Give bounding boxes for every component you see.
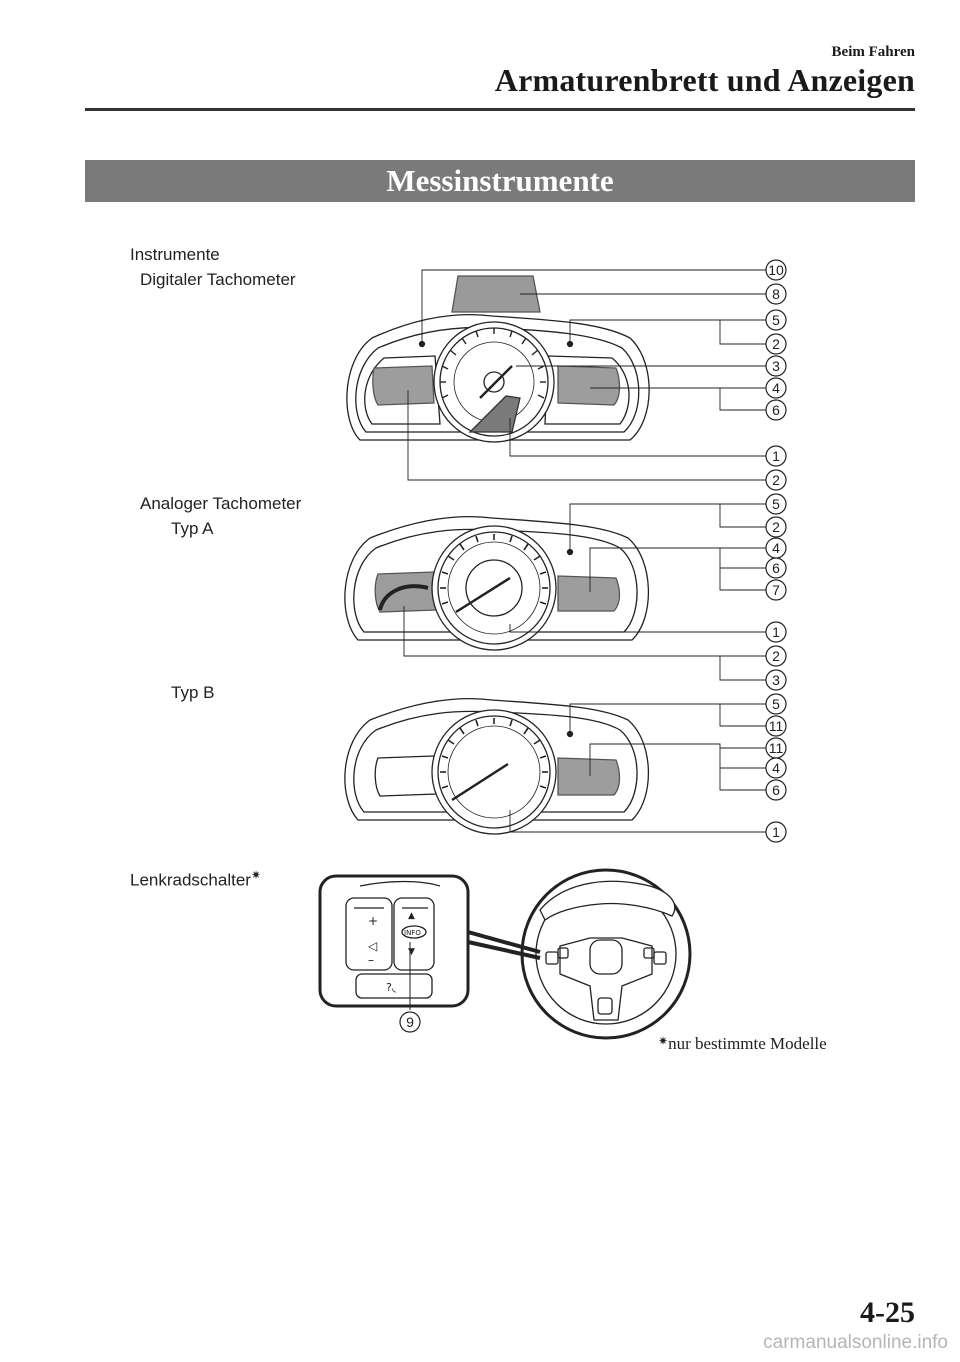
- callout-number: 5: [772, 312, 780, 328]
- callout-number: 1: [772, 448, 780, 464]
- callout-typ_a-4: 6: [765, 557, 787, 579]
- callout-number: 5: [772, 696, 780, 712]
- callout-number: 4: [772, 380, 780, 396]
- callout-digital-5: 3: [765, 355, 787, 377]
- callout-number: 4: [772, 540, 780, 556]
- info-icon: ▲ INFO ▼: [401, 911, 427, 957]
- callout-number: 1: [772, 824, 780, 840]
- active-driving-display: [451, 275, 541, 313]
- label-typ-b: Typ B: [171, 683, 215, 702]
- label-analog-tachometer: Analoger Tachometer: [140, 494, 302, 513]
- svg-text:▲: ▲: [408, 911, 415, 921]
- callout-digital-4: 2: [765, 333, 787, 355]
- callout-typ_b-4: 4: [765, 757, 787, 779]
- callout-number: 1: [772, 624, 780, 640]
- callout-markers: 10 8 5 2 3 4 6 1 2 5 2 4 6 7 1 2 3 5 11 11 4 6 1 9: [399, 259, 787, 1033]
- label-instrumente: Instrumente: [130, 245, 220, 264]
- svg-text:INFO: INFO: [404, 929, 421, 937]
- label-typ-a: Typ A: [171, 519, 214, 538]
- instrument-figure: ◁ + – ▲ INFO ▼ ?◟ 1085234612524671235111…: [318, 259, 787, 1040]
- footnote: ✷nur bestimmte Modelle: [658, 1034, 827, 1053]
- header-title: Armaturenbrett und Anzeigen: [494, 62, 915, 98]
- callout-digital-6: 4: [765, 377, 787, 399]
- callout-number: 10: [768, 262, 784, 278]
- page-number: 4-25: [860, 1296, 915, 1329]
- callout-digital-7: 6: [765, 399, 787, 421]
- callout-typ_b-3: 11: [765, 737, 787, 759]
- callout-number: 8: [772, 286, 780, 302]
- callout-number: 11: [769, 718, 784, 734]
- callout-typ_a-6: 1: [765, 621, 787, 643]
- callout-typ_a-7: 2: [765, 645, 787, 667]
- callout-typ_b-2: 11: [765, 715, 787, 737]
- callout-number: 6: [772, 402, 780, 418]
- label-digital-tachometer: Digitaler Tachometer: [140, 270, 296, 289]
- svg-text:◁: ◁: [367, 939, 377, 953]
- callout-number: 11: [769, 740, 784, 756]
- callout-number: 2: [772, 519, 780, 535]
- callout-number: 2: [772, 648, 780, 664]
- analog-cluster-typ-a: [344, 515, 650, 651]
- callout-number: 6: [772, 782, 780, 798]
- callout-number: 2: [772, 472, 780, 488]
- watermark: carmanualsonline.info: [763, 1332, 948, 1353]
- analog-cluster-typ-b: [344, 697, 650, 835]
- svg-text:–: –: [368, 953, 374, 967]
- callout-typ_a-3: 4: [765, 537, 787, 559]
- callout-number: 7: [772, 582, 780, 598]
- callout-typ_a-8: 3: [765, 669, 787, 691]
- callout-number: 3: [772, 358, 780, 374]
- callout-digital-9: 2: [765, 469, 787, 491]
- callout-typ_a-2: 2: [765, 516, 787, 538]
- digital-cluster: [346, 275, 650, 443]
- label-lenkradschalter: Lenkradschalter✷: [130, 868, 262, 890]
- callout-number: 2: [772, 336, 780, 352]
- callout-number: 5: [772, 496, 780, 512]
- steering-switch-detail: ◁ + – ▲ INFO ▼ ?◟: [318, 874, 541, 1010]
- callout-typ_b-5: 6: [765, 779, 787, 801]
- callout-digital-3: 5: [765, 309, 787, 331]
- callout-number: 4: [772, 760, 780, 776]
- callout-number: 3: [772, 672, 780, 688]
- callout-wheel-1: 9: [399, 1011, 421, 1033]
- callout-digital-1: 10: [765, 259, 787, 281]
- callout-typ_a-5: 7: [765, 579, 787, 601]
- callout-typ_a-1: 5: [765, 493, 787, 515]
- callout-digital-2: 8: [765, 283, 787, 305]
- callout-number: 9: [406, 1014, 414, 1030]
- callout-typ_b-6: 1: [765, 821, 787, 843]
- voice-icon: ?◟: [386, 981, 397, 994]
- header-rule: [85, 108, 915, 111]
- svg-text:+: +: [368, 914, 378, 928]
- volume-icon: ◁ + –: [367, 914, 378, 967]
- callout-digital-8: 1: [765, 445, 787, 467]
- callout-number: 6: [772, 560, 780, 576]
- steering-wheel: [520, 868, 692, 1040]
- section-title: Messinstrumente: [85, 160, 915, 202]
- svg-text:▼: ▼: [408, 947, 415, 957]
- header-section: Beim Fahren: [831, 44, 915, 60]
- svg-text:?◟: ?◟: [386, 981, 397, 994]
- callout-typ_b-1: 5: [765, 693, 787, 715]
